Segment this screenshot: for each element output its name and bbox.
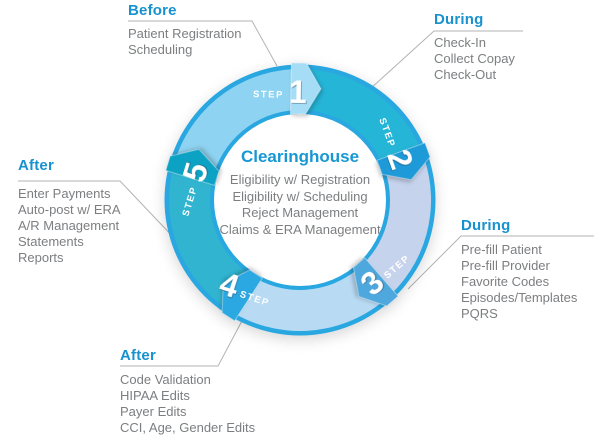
ring-center-disc [214, 114, 386, 286]
ring-segment-4-to-5 [168, 159, 250, 309]
step-1-chevron-arrow [289, 62, 322, 115]
connector-after-bottom [120, 318, 244, 367]
list-item: Check-In [434, 35, 487, 50]
list-item: HIPAA Edits [120, 388, 190, 403]
step-5-chevron-arrow [165, 148, 220, 186]
connector-after-left [18, 180, 178, 242]
step-1-label: STEP 1 [253, 74, 307, 110]
ring-segment-1-to-2 [303, 69, 424, 171]
list-item: Scheduling [128, 42, 193, 57]
center-label: Clearinghouse Eligibility w/ Registratio… [185, 147, 415, 238]
connector-during-right [407, 235, 594, 290]
step-2-chevron-arrow [376, 142, 431, 181]
list-item: Payer Edits [120, 404, 187, 419]
label-heading-after-left: After [18, 157, 55, 174]
list-item: Reports [18, 250, 64, 265]
step-1-word: STEP [253, 89, 284, 101]
list-item: Pre-fill Provider [461, 258, 550, 273]
connector-lines [18, 20, 594, 367]
list-item: PQRS [461, 306, 498, 321]
list-item: Pre-fill Patient [461, 242, 542, 257]
list-item: Collect Copay [434, 51, 515, 66]
list-item: Code Validation [120, 372, 211, 387]
list-item: Eligibility w/ Registration [229, 172, 371, 187]
ring-segment-5-to-1 [175, 69, 305, 173]
list-item: Statements [18, 234, 84, 249]
label-heading-during-right: During [461, 217, 511, 234]
label-heading-after-bottom: After [120, 347, 157, 364]
connector-before-top [128, 20, 278, 67]
center-title: Clearinghouse [240, 147, 360, 166]
list-item: Patient Registration [128, 26, 242, 41]
step-3-chevron-arrow [352, 256, 399, 307]
step-4-chevron-arrow [221, 269, 264, 322]
ring-segment-2-to-3 [357, 157, 432, 301]
label-heading-before: Before [128, 2, 177, 19]
list-item: CCI, Age, Gender Edits [120, 420, 256, 435]
list-item: Episodes/Templates [461, 290, 578, 305]
connector-during-top [369, 30, 523, 90]
process-ring: STEP 1 STEP 2 3 STEP 4 STEP STEP 5 [164, 62, 436, 336]
list-item: Favorite Codes [461, 274, 550, 289]
list-item: Claims & ERA Management [219, 221, 381, 237]
list-item: A/R Management [18, 218, 120, 233]
list-item: Eligibility w/ Scheduling [232, 188, 368, 204]
list-item: Enter Payments [18, 186, 111, 201]
label-heading-during-top: During [434, 11, 484, 28]
list-item: Check-Out [434, 67, 497, 82]
list-item: Auto-post w/ ERA [18, 202, 121, 217]
step-1-number: 1 [289, 74, 307, 110]
list-item: Reject Management [241, 205, 359, 220]
ring-segment-3-to-4 [226, 268, 385, 332]
